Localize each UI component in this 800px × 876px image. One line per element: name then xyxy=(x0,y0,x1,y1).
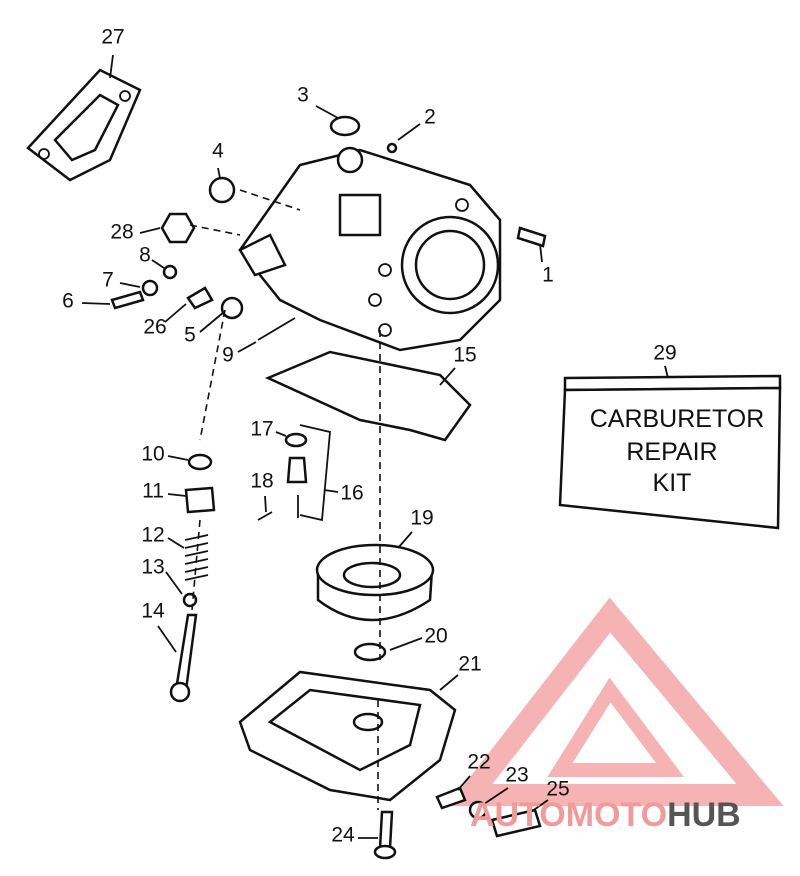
kit-label-line3: KIT xyxy=(653,469,692,497)
part-18-pin xyxy=(257,511,273,521)
callout-4: 4 xyxy=(212,140,224,163)
part-6-screw xyxy=(110,290,145,310)
callout-17: 17 xyxy=(250,418,273,441)
callout-13: 13 xyxy=(141,556,164,579)
callout-9: 9 xyxy=(222,344,234,367)
part-28-nut xyxy=(160,212,196,244)
part-19-float xyxy=(315,543,435,622)
callout-8: 8 xyxy=(139,244,151,267)
callout-20: 20 xyxy=(424,625,447,648)
callout-26: 26 xyxy=(143,316,166,339)
callout-15: 15 xyxy=(453,344,476,367)
part-7-washer xyxy=(141,279,159,297)
part-8-clip xyxy=(162,264,178,280)
part-14-needle-screw xyxy=(174,613,198,692)
callout-3: 3 xyxy=(297,84,309,107)
part-10-washer xyxy=(187,453,213,471)
part-9-pin xyxy=(257,317,296,341)
part-11-nut xyxy=(184,486,216,514)
part-16-needle-seat xyxy=(286,456,308,484)
callout-12: 12 xyxy=(141,524,164,547)
callout-24: 24 xyxy=(331,824,355,847)
callout-19: 19 xyxy=(410,507,433,530)
part-3-plug xyxy=(329,115,361,137)
kit-label-line2: REPAIR xyxy=(626,438,717,466)
part-1-screw xyxy=(516,226,547,248)
part-15-gasket xyxy=(264,350,472,442)
part-24-screw xyxy=(378,810,394,850)
callout-28: 28 xyxy=(110,221,133,244)
part-carburetor-body xyxy=(238,146,502,352)
part-20-washer xyxy=(353,642,387,662)
callout-11: 11 xyxy=(142,480,164,503)
part-22-plug xyxy=(435,786,467,810)
callout-18: 18 xyxy=(250,470,273,493)
callout-21: 21 xyxy=(458,653,481,676)
callout-29: 29 xyxy=(653,342,676,365)
part-5-lockwasher xyxy=(220,296,244,320)
callout-10: 10 xyxy=(141,443,164,466)
watermark-text: AUTOMOTOHUB xyxy=(470,796,741,834)
callout-1: 1 xyxy=(542,264,554,287)
callout-14: 14 xyxy=(141,600,165,623)
part-21-float-bowl xyxy=(238,670,457,802)
part-27-flange-gasket xyxy=(26,68,142,182)
callout-5: 5 xyxy=(184,324,196,347)
callout-23: 23 xyxy=(505,764,528,787)
callout-7: 7 xyxy=(102,269,114,292)
part-17-washer xyxy=(284,432,308,448)
part-29-repair-kit-box: CARBURETOR REPAIR KIT xyxy=(558,374,782,530)
part-23-washer xyxy=(468,800,488,820)
part-2-ball xyxy=(386,142,398,154)
callout-25: 25 xyxy=(546,778,569,801)
callout-6: 6 xyxy=(62,290,74,313)
part-13-washer xyxy=(182,592,198,608)
callout-27: 27 xyxy=(101,26,124,49)
watermark-logo xyxy=(447,597,784,806)
kit-label-line1: CARBURETOR xyxy=(590,405,765,433)
callout-22: 22 xyxy=(467,751,490,774)
part-26-link xyxy=(186,286,214,310)
callout-16: 16 xyxy=(340,482,363,505)
callout-2: 2 xyxy=(424,106,436,129)
part-4-ball xyxy=(208,176,236,204)
part-25-screw xyxy=(490,808,542,838)
